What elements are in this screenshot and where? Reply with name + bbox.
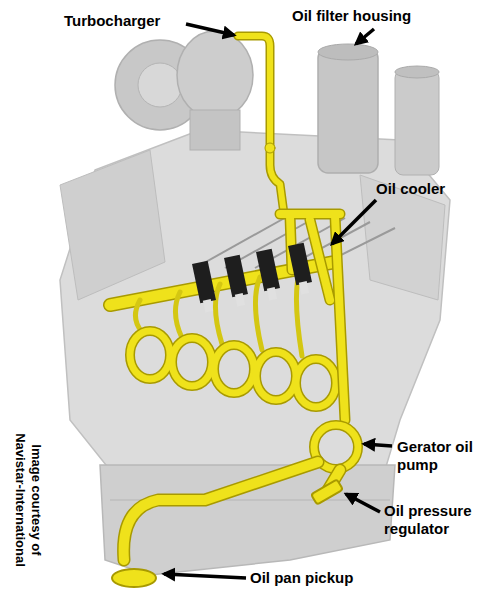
turbocharger-body [115, 31, 253, 150]
leader-arrows [164, 24, 392, 578]
part-label: Oil pressure regulator [384, 502, 484, 538]
part-label: Turbocharger [64, 12, 194, 30]
filter-housings [318, 44, 439, 175]
oil-passages [110, 36, 358, 587]
credit-note: Image courtesy of Navistar-International [12, 420, 44, 580]
part-label: Gerator oil pump [397, 438, 487, 474]
fuel-injectors [192, 243, 312, 313]
part-label: Oil filter housing [292, 7, 467, 25]
part-label: Oil pan pickup [250, 569, 390, 587]
part-label: Oil cooler [376, 180, 476, 198]
